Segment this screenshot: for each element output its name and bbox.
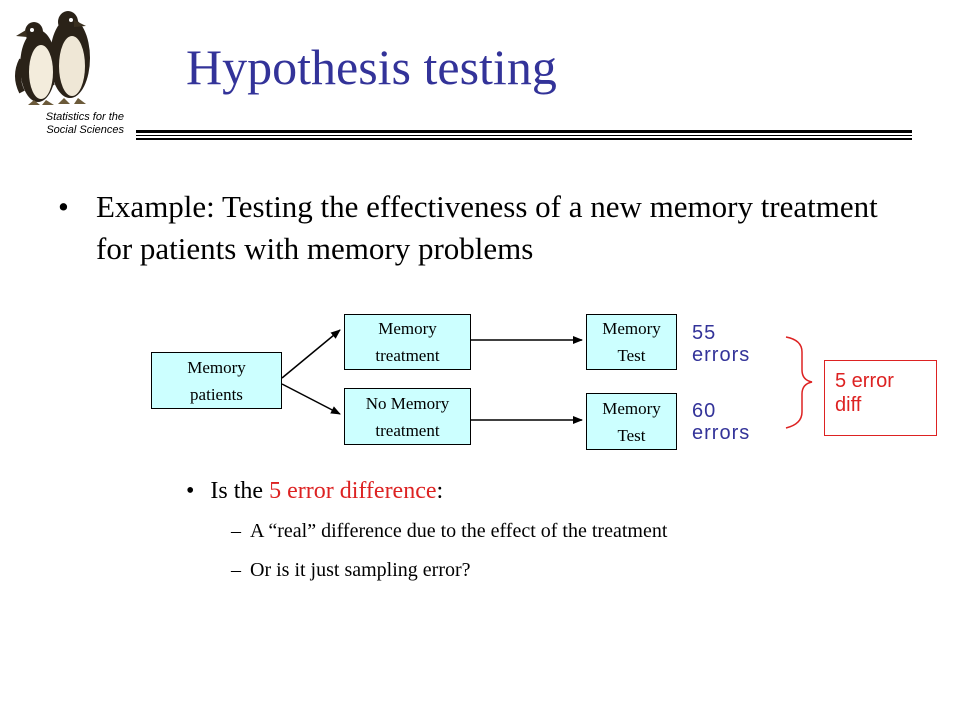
course-label-line2: Social Sciences bbox=[46, 124, 124, 136]
memory-test-top-box: Memory Test bbox=[586, 314, 677, 370]
title-rule bbox=[136, 130, 912, 140]
memory-test-top-line1: Memory bbox=[602, 319, 661, 338]
memory-treatment-line2: treatment bbox=[375, 346, 440, 365]
arrow-to-treatment bbox=[281, 329, 341, 379]
arrow-to-no-treatment bbox=[281, 383, 341, 415]
sub-sub-bullet-2: – Or is it just sampling error? bbox=[231, 557, 471, 583]
error-difference-line2: diff bbox=[835, 394, 862, 416]
course-label-line1: Statistics for the bbox=[45, 111, 124, 123]
sub-bullet: • Is the 5 error difference: bbox=[186, 476, 443, 506]
sub-sub-bullet-2-marker: – bbox=[231, 559, 241, 581]
error-difference-line1: 5 error bbox=[835, 370, 894, 392]
errors-top-unit: errors bbox=[692, 344, 751, 366]
sub-bullet-marker: • bbox=[186, 478, 195, 504]
memory-patients-box: Memory patients bbox=[151, 352, 282, 409]
errors-bottom: 60 errors bbox=[692, 400, 750, 444]
sub-sub-bullet-1-marker: – bbox=[231, 520, 241, 542]
memory-treatment-box: Memory treatment bbox=[344, 314, 471, 370]
no-memory-treatment-line2: treatment bbox=[375, 420, 440, 440]
errors-bottom-value: 60 bbox=[692, 400, 717, 422]
slide-title: Hypothesis testing bbox=[186, 39, 557, 95]
errors-top: 55 errors bbox=[692, 322, 750, 366]
no-memory-treatment-line1: No Memory bbox=[365, 393, 450, 413]
memory-treatment-line1: Memory bbox=[378, 319, 437, 338]
error-difference-box: 5 error diff bbox=[824, 360, 937, 436]
difference-brace bbox=[785, 336, 813, 429]
sub-sub-bullet-1: – A “real” difference due to the effect … bbox=[231, 518, 667, 544]
memory-test-bottom-box: Memory Test bbox=[586, 393, 677, 450]
errors-bottom-unit: errors bbox=[692, 422, 751, 444]
bullet-marker: • bbox=[58, 189, 69, 224]
memory-test-top-line2: Test bbox=[617, 346, 646, 365]
memory-test-bottom-line2: Test bbox=[617, 425, 646, 445]
penguins-icon bbox=[15, 11, 90, 105]
no-memory-treatment-box: No Memory treatment bbox=[344, 388, 471, 445]
sub-bullet-prefix: Is the bbox=[210, 478, 270, 504]
course-label: Statistics for the Social Sciences bbox=[6, 111, 124, 137]
memory-patients-line2: patients bbox=[190, 384, 243, 404]
sub-bullet-suffix: : bbox=[436, 478, 444, 504]
main-bullet-text: Example: Testing the effectiveness of a … bbox=[96, 189, 878, 266]
memory-test-bottom-line1: Memory bbox=[602, 398, 661, 418]
memory-patients-line1: Memory bbox=[187, 357, 246, 377]
sub-sub-bullet-1-text: A “real” difference due to the effect of… bbox=[250, 520, 668, 542]
sub-sub-bullet-2-text: Or is it just sampling error? bbox=[250, 559, 471, 581]
sub-bullet-highlight: 5 error difference bbox=[269, 478, 437, 504]
errors-top-value: 55 bbox=[692, 322, 717, 344]
